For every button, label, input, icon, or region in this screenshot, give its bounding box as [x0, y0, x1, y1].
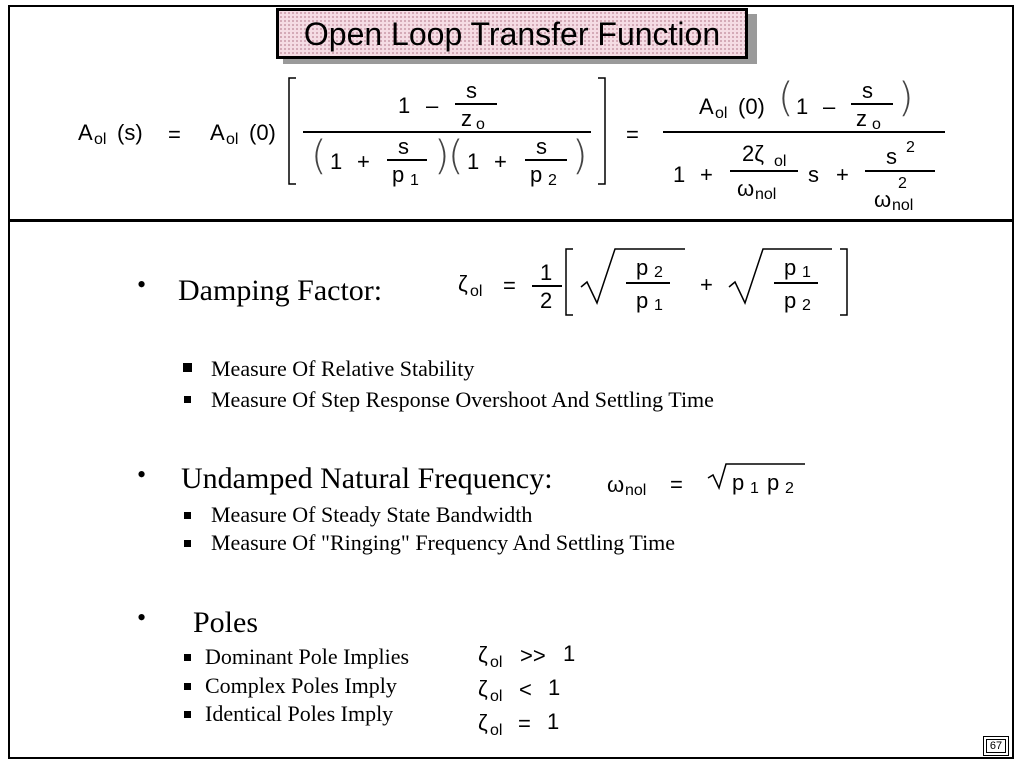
damping-factor-label: Damping Factor: [178, 274, 383, 307]
bullet-square [184, 396, 191, 403]
bullet-square [183, 363, 192, 372]
damping-item-2: Measure Of Step Response Overshoot And S… [211, 387, 714, 412]
bullet-square [184, 540, 191, 547]
bullet-square [184, 711, 191, 718]
natural-frequency-label: Undamped Natural Frequency: [181, 462, 553, 495]
bullet-poles: • [137, 603, 147, 632]
natural-item-2: Measure Of "Ringing" Frequency And Settl… [211, 530, 676, 555]
bullet-natural: • [137, 460, 147, 489]
slide-frame [8, 5, 1014, 759]
slide-title: Open Loop Transfer Function [276, 8, 748, 59]
bullet-square [184, 683, 191, 690]
bullet-damping: • [137, 270, 147, 299]
page-number: 67 [983, 736, 1009, 756]
poles-item-3: Identical Poles Imply [205, 701, 394, 726]
section-divider [8, 219, 1014, 222]
bullet-square [184, 654, 191, 661]
damping-item-1: Measure Of Relative Stability [211, 356, 475, 381]
poles-label: Poles [193, 606, 259, 639]
bullet-square [184, 512, 191, 519]
poles-item-1: Dominant Pole Implies [205, 644, 410, 669]
natural-item-1: Measure Of Steady State Bandwidth [211, 502, 533, 527]
poles-item-2: Complex Poles Imply [205, 673, 397, 698]
